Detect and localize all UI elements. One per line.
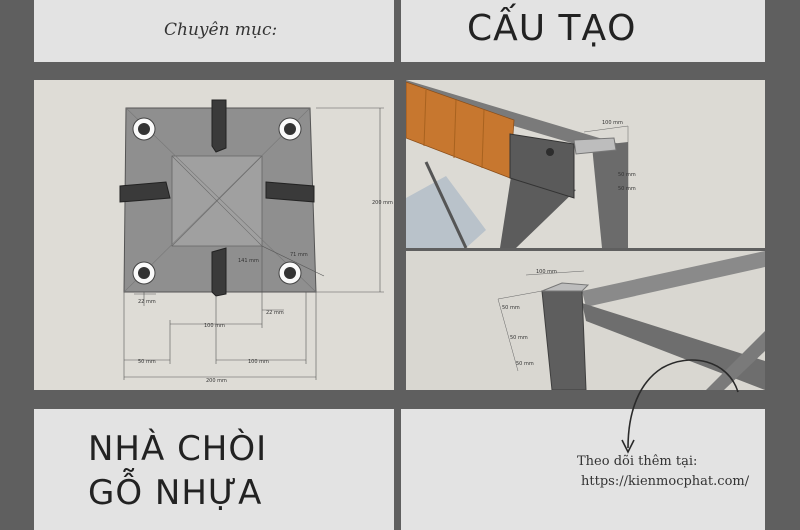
cap-plate [541,282,590,292]
dim-hole-22a: 22 mm [138,299,156,305]
bolt-icon [546,148,554,156]
render-top-dim-1: 100 mm [602,120,623,126]
steel-post [592,142,628,248]
bolt-hole [132,261,156,285]
website-link[interactable]: https://kienmocphat.com/ [581,474,750,489]
fin-right [265,181,315,203]
dim-overall-width: 200 mm [206,378,227,384]
category-label: Chuyên mục: [164,20,278,40]
joint-render-bottom-svg: 100 mm 50 mm 50 mm 50 mm [497,251,765,390]
dim-overall-height: 200 mm [372,200,393,206]
steel-beam [406,80,626,158]
fin-top [211,99,227,153]
fin-bottom [211,247,227,297]
cap-plate [573,137,617,155]
bolt-hole [278,261,302,285]
render-top-dim-2: 50 mm [618,172,636,178]
render-bottom-dim-2: 50 mm [502,305,520,311]
bolt-hole [278,117,302,141]
fin-left [119,181,171,203]
dim-inner-100: 100 mm [204,323,225,329]
dim-hole-22b: 22 mm [266,310,284,316]
bolt-hole [132,117,156,141]
base-plate-svg: 200 mm 200 mm 50 mm 100 mm 100 mm 22 mm … [119,99,393,384]
product-panel: NHÀ CHÒI GỖ NHỰA [34,409,394,530]
render-bottom-dim-4: 50 mm [516,361,534,367]
follow-panel: Theo dõi thêm tại: https://kienmocphat.c… [401,409,765,530]
steel-beam [582,251,765,307]
dim-offset-50: 50 mm [138,359,156,365]
page-title: CẤU TẠO [467,8,637,49]
product-name-line-1: NHÀ CHÒI [88,429,268,469]
render-bottom-dim-1: 100 mm [536,269,557,275]
title-panel: CẤU TẠO [401,0,765,62]
dim-diag-141: 141 mm [238,258,259,264]
dim-diag-71: 71 mm [290,252,308,258]
product-name-line-2: GỖ NHỰA [88,473,263,513]
dim-inner-100b: 100 mm [248,359,269,365]
follow-label: Theo dõi thêm tại: [577,454,698,469]
glass-panel [406,176,486,248]
category-panel: Chuyên mục: [34,0,394,62]
base-plate-drawing: 200 mm 200 mm 50 mm 100 mm 100 mm 22 mm … [34,80,394,390]
joint-render-top-svg: 100 mm 50 mm 50 mm [406,80,636,248]
render-bottom-dim-3: 50 mm [510,335,528,341]
steel-post [541,290,587,390]
joint-render-bottom: 100 mm 50 mm 50 mm 50 mm [406,251,765,390]
joint-render-top: 100 mm 50 mm 50 mm [406,80,765,248]
render-top-dim-3: 50 mm [618,186,636,192]
steel-connector [509,133,575,199]
